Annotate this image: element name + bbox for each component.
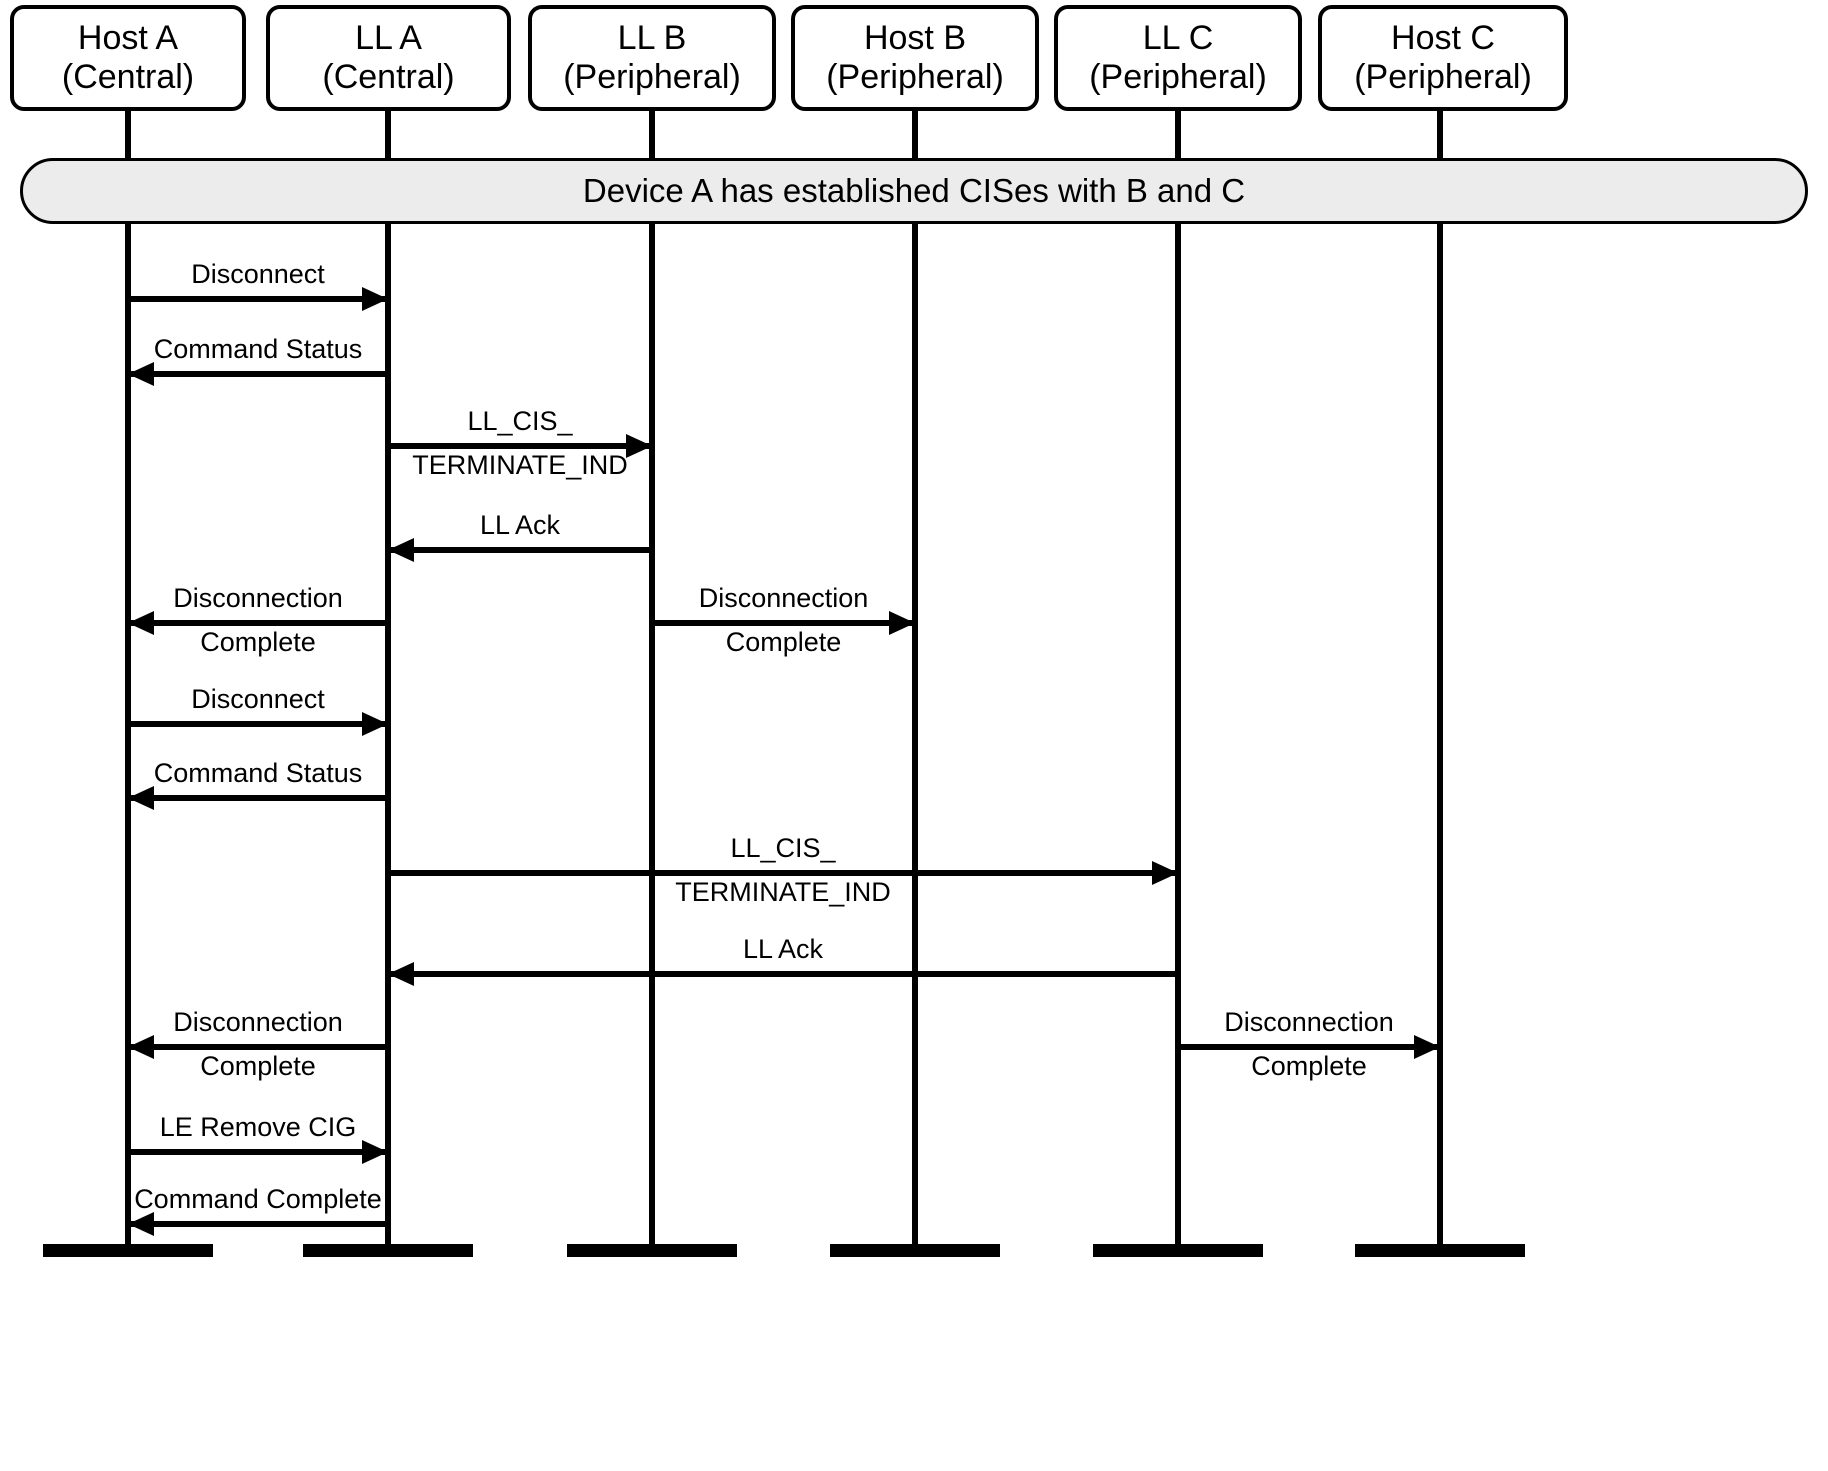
note-banner: Device A has established CISes with B an… [20, 158, 1808, 224]
note-text: Device A has established CISes with B an… [582, 172, 1246, 209]
actor-name-ll-b: LL B [617, 18, 687, 57]
actor-name-ll-c: LL C [1142, 18, 1214, 57]
message-line-m1 [128, 296, 388, 302]
message-line-m9 [388, 870, 1178, 876]
arrowhead-left-m10 [388, 962, 414, 986]
message-label-below-m11: Complete [200, 1051, 316, 1081]
message-label-above-m3: LL_CIS_ [467, 405, 573, 436]
arrowhead-right-m7 [362, 712, 388, 736]
lifeline-terminator-ll-a [303, 1244, 473, 1257]
arrowhead-left-m8 [128, 786, 154, 810]
actor-name-host-c: Host C [1391, 18, 1495, 57]
actor-role-ll-a: (Central) [322, 58, 455, 96]
message-line-m10 [388, 971, 1178, 977]
lifeline-ll-c [1175, 111, 1181, 1248]
actor-role-ll-c: (Peripheral) [1089, 58, 1267, 96]
actor-role-host-b: (Peripheral) [826, 58, 1004, 96]
message-label-above-m10: LL Ack [742, 933, 824, 964]
actor-role-host-a: (Central) [61, 58, 195, 96]
lifeline-ll-a [385, 111, 391, 1248]
lifeline-terminator-host-a [43, 1244, 213, 1257]
message-line-m11 [128, 1044, 388, 1050]
message-label-below-m6: Complete [725, 627, 842, 657]
message-line-m12 [1178, 1044, 1440, 1050]
message-label-above-m1: Disconnect [191, 258, 325, 289]
lifeline-ll-b [649, 111, 655, 1248]
lifeline-terminator-ll-c [1093, 1244, 1263, 1257]
actor-role-host-c: (Peripheral) [1354, 58, 1532, 96]
arrowhead-left-m2 [128, 362, 154, 386]
actor-role-ll-b: (Peripheral) [563, 58, 741, 96]
message-line-m13 [128, 1149, 388, 1155]
message-label-above-m11: Disconnection [173, 1006, 343, 1037]
lifeline-host-a [125, 111, 131, 1248]
message-line-m6 [652, 620, 915, 626]
actor-box-host-c[interactable]: Host C(Peripheral) [1318, 5, 1568, 111]
message-label-above-m7: Disconnect [191, 683, 325, 714]
actor-box-ll-a[interactable]: LL A(Central) [266, 5, 511, 111]
message-label-above-m12: Disconnection [1224, 1006, 1394, 1037]
arrowhead-right-m1 [362, 287, 388, 311]
message-label-below-m3: TERMINATE_IND [412, 450, 628, 480]
message-line-m5 [128, 620, 388, 626]
message-line-m3 [388, 443, 652, 449]
actor-box-ll-c[interactable]: LL C(Peripheral) [1054, 5, 1302, 111]
arrowhead-left-m4 [388, 538, 414, 562]
message-label-above-m6: Disconnection [698, 582, 869, 613]
actor-name-host-a: Host A [77, 18, 179, 57]
message-line-m2 [128, 371, 388, 377]
actor-box-host-a[interactable]: Host A(Central) [10, 5, 246, 111]
lifeline-host-c [1437, 111, 1443, 1248]
message-line-m8 [128, 795, 388, 801]
lifeline-terminator-host-b [830, 1244, 1000, 1257]
message-line-m4 [388, 547, 652, 553]
actor-box-ll-b[interactable]: LL B(Peripheral) [528, 5, 776, 111]
message-label-above-m14: Command Complete [134, 1183, 382, 1214]
arrowhead-left-m11 [128, 1035, 154, 1059]
message-label-above-m2: Command Status [153, 333, 363, 364]
actor-name-ll-a: LL A [355, 18, 422, 57]
lifeline-terminator-ll-b [567, 1244, 737, 1257]
message-label-above-m13: LE Remove CIG [159, 1111, 357, 1142]
message-line-m7 [128, 721, 388, 727]
lifeline-terminator-host-c [1355, 1244, 1525, 1257]
message-label-above-m9: LL_CIS_ [730, 832, 836, 863]
message-label-above-m8: Command Status [153, 757, 363, 788]
message-label-below-m9: TERMINATE_IND [675, 877, 891, 907]
arrowhead-left-m5 [128, 611, 154, 635]
arrowhead-right-m9 [1152, 861, 1178, 885]
arrowhead-right-m12 [1414, 1035, 1440, 1059]
message-label-above-m4: LL Ack [479, 509, 561, 540]
message-label-above-m5: Disconnection [173, 582, 343, 613]
message-label-below-m12: Complete [1251, 1051, 1367, 1081]
arrowhead-left-m14 [128, 1212, 154, 1236]
actor-box-host-b[interactable]: Host B(Peripheral) [791, 5, 1039, 111]
message-label-below-m5: Complete [200, 627, 316, 657]
arrowhead-right-m3 [626, 434, 652, 458]
arrowhead-right-m13 [362, 1140, 388, 1164]
lifeline-host-b [912, 111, 918, 1248]
actor-name-host-b: Host B [863, 18, 967, 57]
message-line-m14 [128, 1221, 388, 1227]
arrowhead-right-m6 [889, 611, 915, 635]
